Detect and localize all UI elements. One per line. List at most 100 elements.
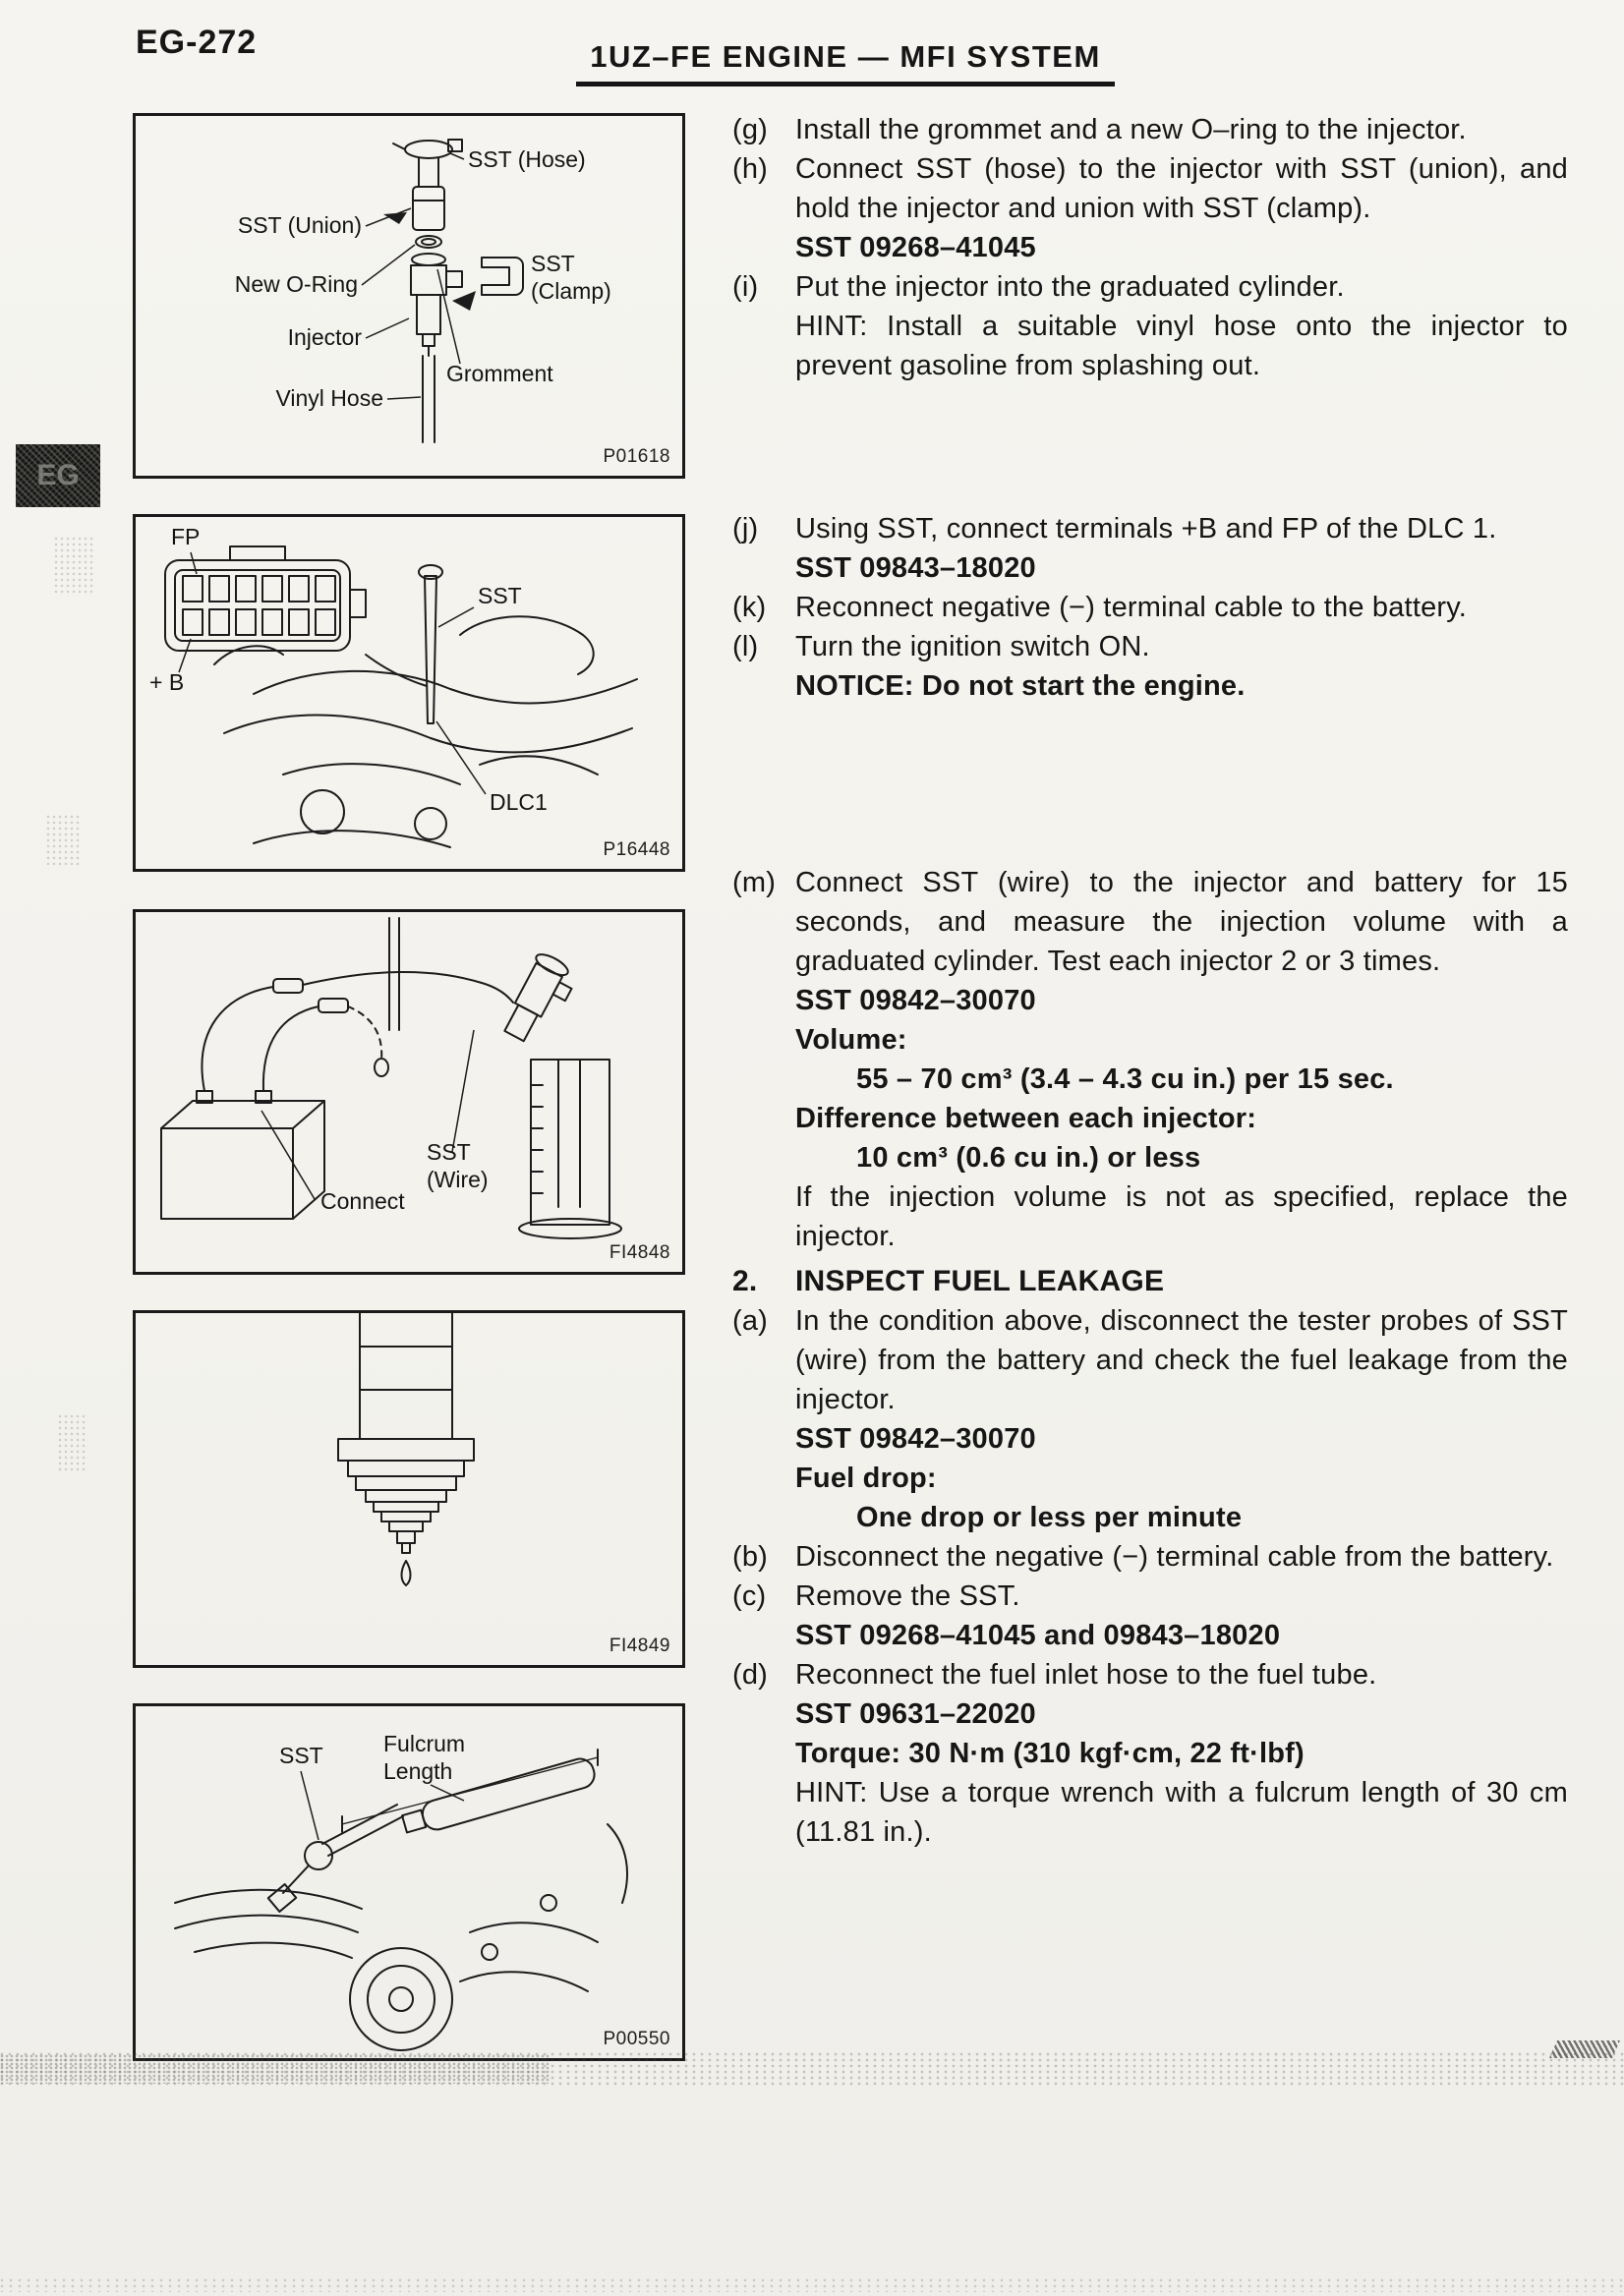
figure-label-plus-b: + B [149,669,184,695]
hint-text: HINT: Use a torque wrench with a fulcrum… [795,1777,1568,1848]
leader-lines [178,551,487,795]
page-title: 1UZ–FE ENGINE — MFI SYSTEM [576,39,1115,86]
figure-label-dlc1: DLC1 [490,789,548,815]
step-h: (h) Connect SST (hose) to the injector w… [732,149,1568,267]
scan-speck [53,536,94,597]
step-text: Using SST, connect terminals +B and FP o… [795,513,1497,545]
step-k: (k) Reconnect negative (−) terminal cabl… [732,588,1568,627]
instruction-column: (g) Install the grommet and a new O–ring… [732,110,1568,1852]
step-text: Disconnect the negative (−) terminal cab… [795,1541,1554,1573]
spec-label: Volume: [795,1024,907,1056]
step-text: Install the grommet and a new O–ring to … [795,114,1467,145]
figure-dlc1-drawing: FP + B SST DLC1 [149,524,638,848]
figure-injector-tip-drawing [337,1313,475,1586]
header: 1UZ–FE ENGINE — MFI SYSTEM [413,39,1278,86]
step-l: (l) Turn the ignition switch ON. NOTICE:… [732,627,1568,706]
spec-label: Fuel drop: [795,1463,937,1494]
figure-torque-wrench-drawing: SST Fulcrum Length [174,1731,628,2051]
step-text: Put the injector into the graduated cyli… [795,271,1345,303]
scan-noise-band-dense [0,2054,551,2084]
figure-label-sst-clamp-2: (Clamp) [531,278,611,304]
step-marker: (j) [732,513,759,545]
figure-label-connect: Connect [320,1188,405,1214]
scan-noise-bottom [0,2278,1624,2292]
figure-code: P16448 [603,839,670,860]
figure-label-sst-clamp-1: SST [531,251,575,276]
sst-number: SST 09843–18020 [795,552,1036,584]
step-b: (b) Disconnect the negative (−) terminal… [732,1537,1568,1577]
line-art [174,1749,628,2051]
figure-sst-wire-battery: SST (Wire) Connect FI4848 [133,909,685,1275]
arrow-marks [383,212,476,311]
line-art [164,545,638,848]
figure-injector-fuel-drop: FI4849 [133,1310,685,1668]
figure-sst-wire-drawing: SST (Wire) Connect [160,917,622,1239]
sst-number: SST 09631–22020 [795,1698,1036,1730]
sst-number: SST 09842–30070 [795,1423,1036,1455]
step-d: (d) Reconnect the fuel inlet hose to the… [732,1655,1568,1852]
sst-number: SST 09268–41045 and 09843–18020 [795,1620,1281,1651]
section-tab: EG [16,444,100,507]
scan-speck [45,814,81,865]
section-heading: 2. INSPECT FUEL LEAKAGE [732,1262,1568,1301]
scan-speck [57,1413,88,1474]
spec-value: One drop or less per minute [856,1502,1243,1533]
figure-label-new-o-ring: New O-Ring [235,271,358,297]
figure-label-fulcrum-2: Length [383,1758,452,1784]
step-marker: (k) [732,592,767,623]
page-number: EG-272 [136,24,258,61]
figure-code: P00550 [603,2029,670,2049]
figure-label-sst-wire-2: (Wire) [427,1167,489,1192]
figure-code: FI4848 [609,1242,670,1263]
step-g: (g) Install the grommet and a new O–ring… [732,110,1568,149]
step-text: Connect SST (wire) to the injector and b… [795,867,1568,977]
step-text: Reconnect the fuel inlet hose to the fue… [795,1659,1377,1691]
leader-lines [300,1770,465,1841]
section-number: 2. [732,1265,758,1297]
step-marker: (l) [732,631,759,662]
step-marker: (c) [732,1580,767,1612]
figure-label-injector: Injector [288,324,363,350]
sst-number: SST 09842–30070 [795,985,1036,1016]
sst-number: SST 09268–41045 [795,232,1036,263]
torque-spec: Torque: 30 N·m (310 kgf·cm, 22 ft·lbf) [795,1738,1305,1769]
figure-label-sst-wire-1: SST [427,1139,471,1165]
leader-lines [361,152,465,400]
step-marker: (g) [732,114,769,145]
step-text: Reconnect negative (−) terminal cable to… [795,592,1468,623]
spec-label: Difference between each injector: [795,1103,1257,1134]
figure-label-vinyl-hose: Vinyl Hose [275,385,383,411]
figure-code: FI4849 [609,1636,670,1656]
figure-label-grommet: Gromment [446,361,553,386]
figure-dlc1-connection: FP + B SST DLC1 P16448 [133,514,685,872]
figure-label-sst: SST [478,583,522,608]
step-text: In the condition above, disconnect the t… [795,1305,1568,1415]
spec-value: 55 – 70 cm³ (3.4 – 4.3 cu in.) per 15 se… [856,1063,1394,1095]
step-marker: (a) [732,1305,769,1337]
figure-torque-wrench: SST Fulcrum Length P00550 [133,1703,685,2061]
figure-injector-sst-assembly: SST (Hose) SST (Union) New O-Ring SST (C… [133,113,685,479]
step-marker: (h) [732,153,769,185]
step-i: (i) Put the injector into the graduated … [732,267,1568,385]
step-c: (c) Remove the SST. SST 09268–41045 and … [732,1577,1568,1655]
step-text: Remove the SST. [795,1580,1020,1612]
leader-lines [261,1029,475,1200]
step-marker: (i) [732,271,759,303]
figure-label-sst-hose: SST (Hose) [468,146,586,172]
figure-injector-sst-drawing: SST (Hose) SST (Union) New O-Ring SST (C… [235,139,611,443]
line-art [160,917,622,1239]
step-text: Turn the ignition switch ON. [795,631,1150,662]
followup-text: If the injection volume is not as specif… [795,1181,1568,1252]
figure-label-sst-union: SST (Union) [238,212,362,238]
section-title: INSPECT FUEL LEAKAGE [795,1265,1165,1297]
step-m: (m) Connect SST (wire) to the injector a… [732,863,1568,1256]
figure-label-fp: FP [171,524,200,549]
step-marker: (m) [732,867,777,898]
section-tab-label: EG [36,459,80,491]
step-marker: (d) [732,1659,769,1691]
line-art [392,139,524,443]
line-art [337,1313,475,1586]
step-j: (j) Using SST, connect terminals +B and … [732,509,1568,588]
figure-label-sst: SST [279,1743,323,1768]
